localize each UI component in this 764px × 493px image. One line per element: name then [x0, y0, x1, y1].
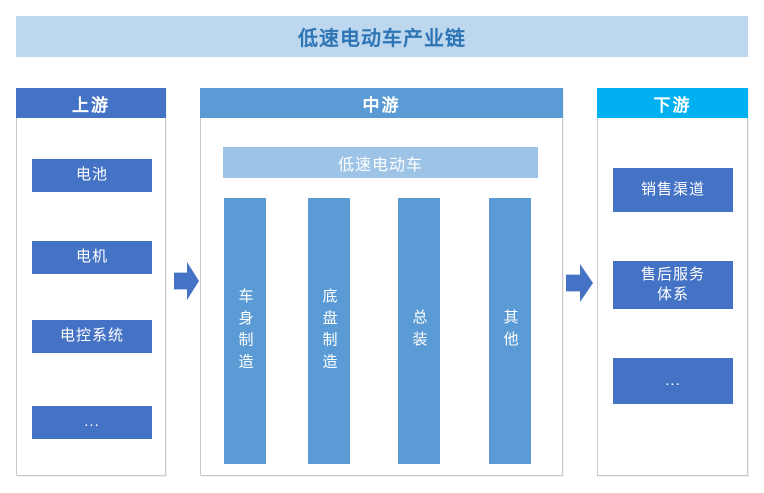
downstream-item-aftersales-service: 售后服务 体系: [613, 261, 733, 309]
downstream-item-ellipsis: ...: [613, 358, 733, 404]
midstream-column: 中游 低速电动车 车身制造 底盘制造 总装 其他: [200, 88, 563, 476]
right-arrow-icon: [566, 264, 593, 302]
process-bar-final-assembly: 总装: [398, 198, 440, 464]
upstream-item-motor: 电机: [32, 241, 152, 274]
midstream-header: 中游: [200, 88, 563, 118]
upstream-header: 上游: [16, 88, 166, 118]
process-bar-other: 其他: [489, 198, 531, 464]
downstream-header: 下游: [597, 88, 748, 118]
page-title: 低速电动车产业链: [16, 16, 748, 57]
product-banner: 低速电动车: [223, 147, 538, 178]
upstream-column: 上游 电池 电机 电控系统 ...: [16, 88, 166, 476]
upstream-item-battery: 电池: [32, 159, 152, 192]
upstream-item-control-system: 电控系统: [32, 320, 152, 353]
downstream-column: 下游 销售渠道 售后服务 体系 ...: [597, 88, 748, 476]
upstream-item-ellipsis: ...: [32, 406, 152, 439]
right-arrow-icon: [174, 262, 199, 300]
process-bar-chassis-manufacturing: 底盘制造: [308, 198, 350, 464]
downstream-item-sales-channels: 销售渠道: [613, 168, 733, 212]
process-bar-body-manufacturing: 车身制造: [224, 198, 266, 464]
